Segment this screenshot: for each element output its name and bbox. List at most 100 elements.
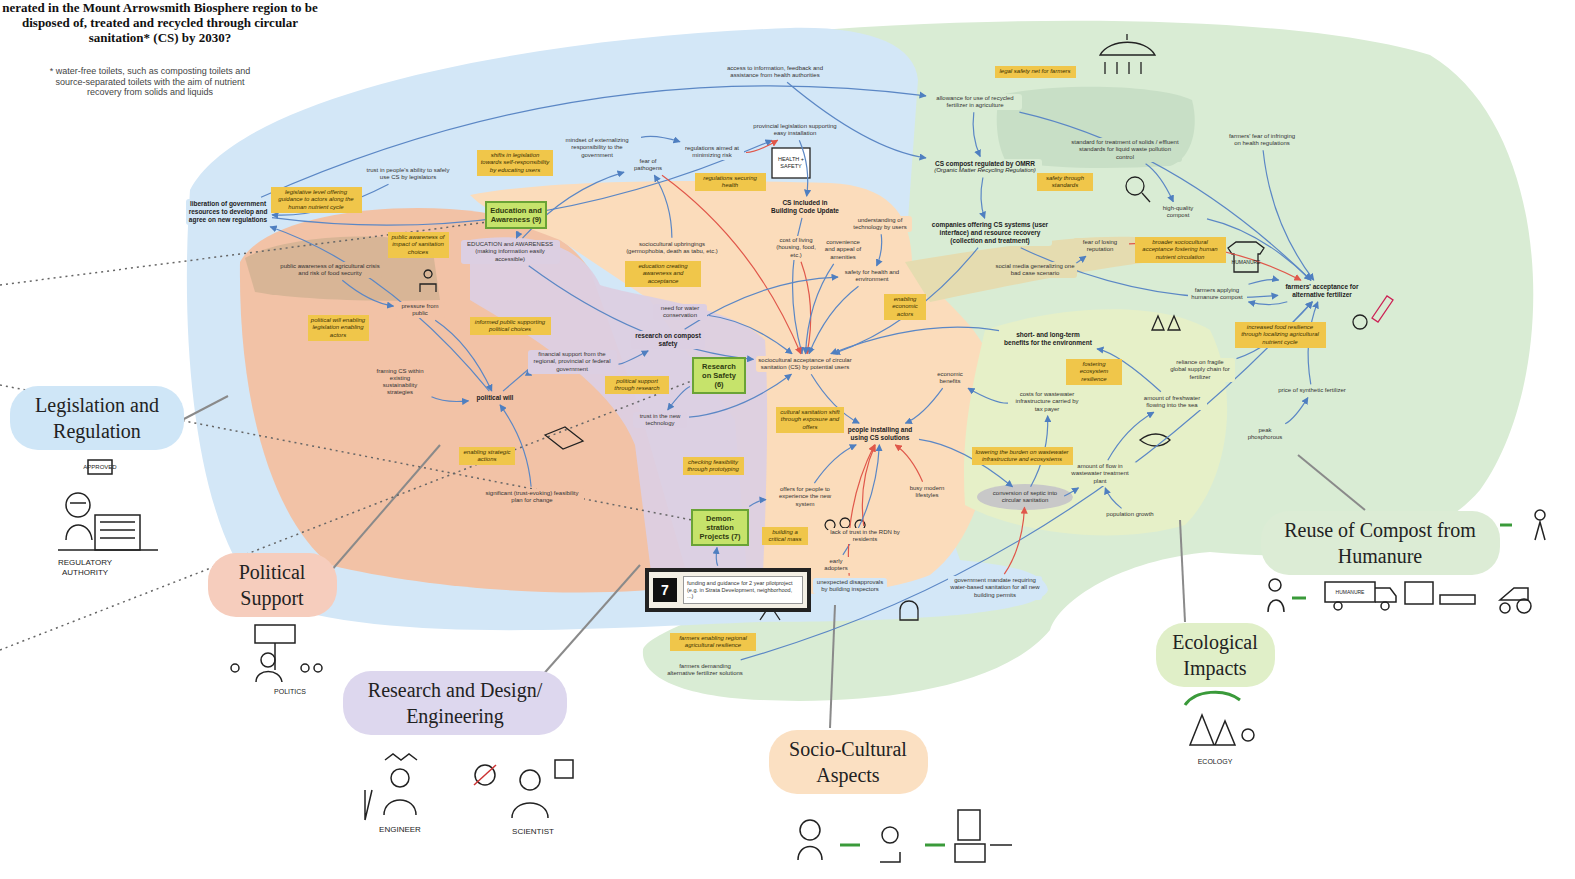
standards-band: [997, 87, 1195, 168]
ecosystem-region: [964, 309, 1227, 535]
insight-tag: education creating awareness and accepta…: [625, 261, 701, 287]
node-text: cultural sanitation shift through exposu…: [779, 409, 841, 431]
node-text: sociocultural acceptance of circular san…: [758, 357, 853, 371]
ecology-sketch: [1185, 692, 1254, 745]
causal-arrow: [809, 286, 859, 354]
causal-arrow: [831, 327, 999, 354]
node-text: busy modern lifestyles: [905, 485, 950, 499]
node-text: costs for wastewater infrastructure carr…: [1012, 391, 1082, 413]
variable-label: cost of living (housing, food, etc.): [770, 236, 822, 260]
node-text: 7: [653, 578, 677, 602]
node-text: short- and long-term benefits for the en…: [1003, 331, 1093, 347]
node-text: Research on Safety (6): [697, 362, 741, 389]
variable-label: amount of freshwater flowing into the se…: [1138, 394, 1207, 410]
variable-label: public awareness of agricultural crisis …: [278, 262, 382, 278]
insight-tag: shifts in legislation towards self-respo…: [477, 150, 553, 176]
callout-box: 7funding and guidance for 2 year pilotpr…: [645, 568, 811, 613]
variable-label: regulations aimed at minimizing risk: [680, 144, 744, 160]
variable-label: sociocultural acceptance of circular san…: [756, 356, 855, 372]
variable-label: sociocultural upbringings (germophobia, …: [623, 240, 722, 256]
dotted-links: [0, 222, 694, 650]
variable-label: economic benefits: [928, 370, 972, 386]
node-text: shifts in legislation towards self-respo…: [480, 152, 550, 174]
causal-arrow: [503, 369, 529, 391]
insight-tag: safety through standards: [1037, 173, 1093, 191]
cluster-label: Political Support: [208, 553, 337, 617]
node-text: increased food resilience through locali…: [1238, 324, 1323, 346]
node-text: informed public supporting political cho…: [473, 319, 548, 333]
causal-arrow: [973, 112, 980, 156]
insight-tag: cultural sanitation shift through exposu…: [776, 407, 844, 433]
variable-label: unexpected disapprovals by building insp…: [813, 578, 887, 594]
causal-arrow: [641, 136, 680, 142]
footnote-text: * water-free toilets, such as composting…: [43, 66, 258, 98]
causal-arrow: [1146, 164, 1174, 202]
node-text: farmers' acceptance for alternative fert…: [1282, 283, 1362, 299]
cluster-label: Reuse of Compost from Humanure: [1261, 511, 1500, 575]
node-text: regulations securing health: [698, 175, 763, 189]
node-text: amount of flow in wastewater treatment p…: [1065, 463, 1135, 485]
insight-tag: checking feasibility through prototyping: [683, 457, 744, 475]
node-text: fear of losing reputation: [1075, 239, 1125, 253]
causal-arrow: [749, 500, 766, 507]
variable-label: farmers' fear of infringing on health re…: [1225, 132, 1299, 148]
intervention-box: Education and Awareness (9): [485, 201, 547, 229]
node-text: safety through standards: [1040, 175, 1090, 189]
variable-label: convenience and appeal of amenities: [820, 238, 866, 262]
sketch-caption: ECOLOGY: [1185, 758, 1245, 766]
node-text: CS compost regulated by OMRR: [930, 160, 1040, 168]
node-text: provincial legislation supporting easy i…: [753, 123, 838, 137]
node-text: Education and Awareness (9): [490, 206, 542, 224]
causal-arrow: [787, 82, 926, 158]
cluster-label: Research and Design/ Engineering: [343, 671, 567, 735]
regulatory-authority-sketch: [58, 460, 158, 550]
node-text: Ecological Impacts: [1168, 629, 1263, 681]
causal-arrow: [716, 548, 717, 566]
causal-arrow: [814, 445, 856, 483]
variable-label: high-quality compost: [1151, 204, 1205, 220]
causal-arrow: [968, 388, 1008, 403]
variable-label: farmers demanding alternative fertilizer…: [663, 662, 747, 678]
variable-label: provincial legislation supporting easy i…: [751, 122, 840, 138]
insight-tag: regulations securing health: [695, 173, 766, 191]
causal-arrow: [905, 388, 942, 423]
causal-arrow: [895, 445, 922, 482]
causal-arrow: [432, 397, 469, 402]
insight-tag: enabling economic actors: [884, 294, 926, 320]
insight-tag: increased food resilience through locali…: [1235, 322, 1326, 348]
research-region: [470, 237, 767, 605]
insight-tag: farmers enabling regional agricultural r…: [670, 633, 756, 651]
variable-label: EDUCATION and AWARENESS (making informat…: [461, 240, 560, 264]
sketch-caption: SCIENTIST: [498, 827, 568, 837]
variable-label: understanding of technology by users: [848, 216, 912, 232]
causal-arrow: [709, 316, 792, 354]
variable-label: access to information, feedback and assi…: [713, 64, 837, 80]
variable-label: costs for wastewater infrastructure carr…: [1010, 390, 1084, 414]
insight-tag: legislative level offering guidance to a…: [271, 187, 362, 213]
causal-arrow: [801, 262, 811, 354]
key-variable-label: research on compost safety: [631, 331, 705, 349]
causal-arrow: [516, 231, 517, 238]
cluster-label: Socio-Cultural Aspects: [769, 730, 928, 794]
node-text: sociocultural upbringings (germophobia, …: [625, 241, 720, 255]
node-subtext: funding and guidance for 2 year pilotpro…: [683, 576, 803, 605]
variable-label: peak phosphorous: [1241, 426, 1290, 442]
variable-label: trust in people's ability to safely use …: [361, 166, 455, 182]
causal-arrow: [1249, 280, 1279, 285]
node-text: need for water conservation: [655, 305, 705, 319]
variable-label: social media generalizing one bad case s…: [993, 262, 1077, 278]
node-text: social media generalizing one bad case s…: [995, 263, 1075, 277]
sketch-caption: HUMANURE: [1226, 259, 1266, 265]
causal-arrow: [746, 140, 778, 152]
variable-label: lack of trust in the RDN by residents: [828, 528, 902, 544]
node-text: safety for health and environment: [842, 269, 902, 283]
inline-icons: [420, 34, 1393, 620]
node-text: lack of trust in the RDN by residents: [830, 529, 900, 543]
insight-tag: political will enabling legislation enab…: [308, 315, 369, 341]
node-text: Political Support: [220, 559, 325, 611]
node-text: unexpected disapprovals by building insp…: [815, 579, 885, 593]
causal-arrow: [1004, 507, 1024, 574]
scientist-sketch: [474, 760, 573, 818]
causal-arrow: [619, 351, 649, 364]
key-variable-label: political will: [471, 393, 520, 403]
